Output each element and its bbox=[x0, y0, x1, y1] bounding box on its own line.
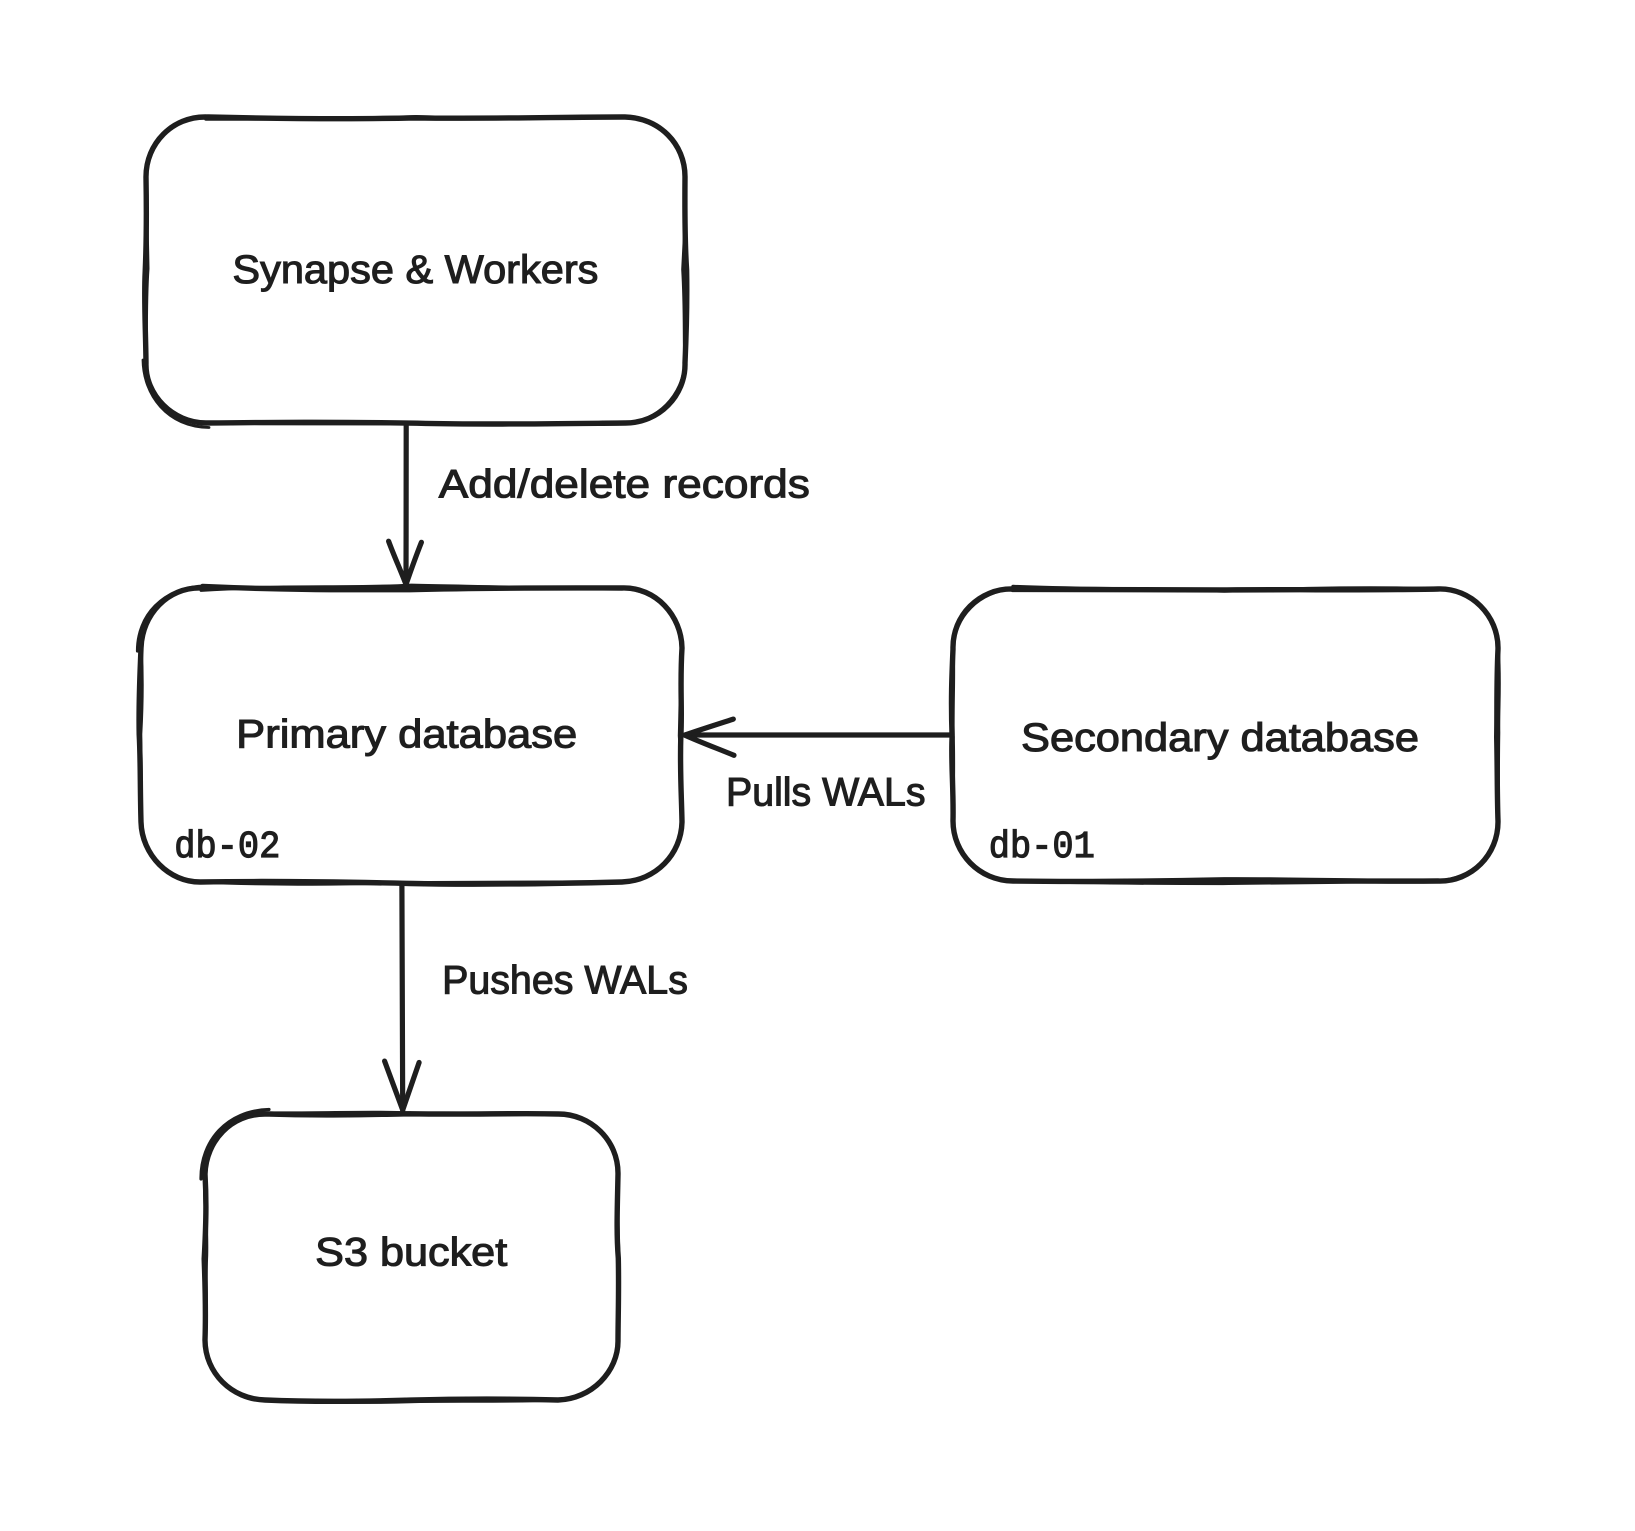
svg-text:db-02: db-02 bbox=[174, 826, 280, 869]
svg-text:Primary database: Primary database bbox=[236, 712, 577, 756]
svg-text:S3 bucket: S3 bucket bbox=[315, 1231, 507, 1275]
svg-text:Add/delete records: Add/delete records bbox=[439, 463, 810, 507]
svg-text:Pulls WALs: Pulls WALs bbox=[726, 771, 926, 815]
svg-text:Synapse & Workers: Synapse & Workers bbox=[232, 248, 598, 292]
svg-text:Pushes WALs: Pushes WALs bbox=[442, 959, 688, 1003]
svg-text:db-01: db-01 bbox=[989, 826, 1095, 869]
svg-text:Secondary database: Secondary database bbox=[1021, 716, 1419, 760]
